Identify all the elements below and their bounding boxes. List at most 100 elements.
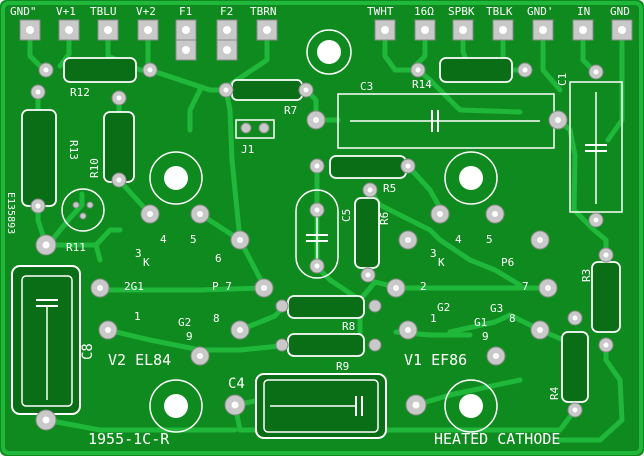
- label-spbk: SPBK: [448, 5, 475, 18]
- board-code: 1955-1C-R: [88, 430, 170, 448]
- pad-v-plus1: [58, 19, 80, 41]
- tube-v1-hole: [459, 166, 483, 190]
- r10-body: [103, 111, 135, 183]
- label-f1: F1: [179, 5, 192, 18]
- pad-gnd2: [19, 19, 41, 41]
- v2-pin2g1: 2G1: [124, 280, 144, 293]
- r8-body: [287, 295, 365, 319]
- ref-r7: R7: [284, 104, 297, 117]
- pad-tbrn: [256, 19, 278, 41]
- label-16ohm: 16Ω: [414, 5, 434, 18]
- v2-pin3: 3: [135, 247, 142, 260]
- label-twht: TWHT: [367, 5, 394, 18]
- serial-number: E135893: [5, 192, 16, 234]
- v1-tube-label: V1 EF86: [404, 351, 467, 369]
- pad-f1: [175, 19, 197, 61]
- ref-r8: R8: [342, 320, 355, 333]
- ref-c3: C3: [360, 80, 373, 93]
- r7-body: [231, 79, 303, 101]
- component-bodies: [21, 57, 621, 403]
- ref-r9: R9: [336, 360, 349, 373]
- terminal-labels: GND" V+1 TBLU V+2 F1 F2 TBRN TWHT 16Ω SP…: [10, 5, 630, 18]
- ref-r12: R12: [70, 86, 90, 99]
- c8-stripe: [21, 275, 73, 407]
- v1-pin9: 9: [482, 330, 489, 343]
- v1-pin5: 5: [486, 233, 493, 246]
- label-tblk: TBLK: [486, 5, 513, 18]
- electrolytic-caps: [11, 92, 607, 439]
- label-in: IN: [577, 5, 590, 18]
- pad-f2: [216, 19, 238, 61]
- tube-v2-labels: 3 K 4 5 6 2G1 P 7 1 G2 8 9 V2 EL84: [108, 233, 232, 369]
- pad-v-plus2: [137, 19, 159, 41]
- tube-v2-lower-hole: [164, 394, 188, 418]
- tube-v2-lower-outline: [149, 379, 203, 433]
- v1-pin2: 2: [420, 280, 427, 293]
- ref-r3: R3: [580, 269, 593, 282]
- r4-body: [561, 331, 589, 403]
- v2-pin1: 1: [134, 310, 141, 323]
- ref-r4: R4: [548, 386, 561, 400]
- mount-hole-outline: [306, 29, 352, 75]
- v1-pin-p6: P6: [501, 256, 514, 269]
- c4-stripe: [263, 379, 379, 433]
- footer-labels: 1955-1C-R HEATED CATHODE: [88, 430, 560, 448]
- transistor-outline: [61, 188, 105, 232]
- v1-pin-g3: G3: [490, 302, 503, 315]
- pad-gnd: [611, 19, 633, 41]
- ref-r14: R14: [412, 78, 432, 91]
- ref-r13: R13: [67, 140, 80, 160]
- ref-r6: R6: [378, 212, 391, 225]
- v2-pin8: 8: [213, 312, 220, 325]
- ref-j1: J1: [241, 143, 254, 156]
- label-v-plus2: V+2: [136, 5, 156, 18]
- v2-pin-k: K: [143, 256, 150, 269]
- ref-designators: R12 R13 R10 R11 R7 J1 C3 R14 C1 R5 R6 C5…: [5, 73, 593, 400]
- v2-pin6: 6: [215, 252, 222, 265]
- c1-outline: [569, 81, 623, 213]
- board-title: HEATED CATHODE: [434, 430, 560, 448]
- pad-tblu: [97, 19, 119, 41]
- label-gnd: GND: [610, 5, 630, 18]
- r9-body: [287, 333, 365, 357]
- label-tblu: TBLU: [90, 5, 117, 18]
- mount-hole: [317, 40, 341, 64]
- r5-body: [329, 155, 407, 179]
- r13-body: [21, 109, 57, 207]
- pad-in: [572, 19, 594, 41]
- ref-c4: C4: [228, 376, 245, 392]
- v1-pin-k: K: [438, 256, 445, 269]
- top-terminal-pads: [19, 19, 633, 61]
- tube-v1-lower-hole: [459, 394, 483, 418]
- tube-v1-outline: [444, 151, 498, 205]
- pad-gnd1: [532, 19, 554, 41]
- pad-16ohm: [414, 19, 436, 41]
- tube-v2-outline: [149, 151, 203, 205]
- ref-c8: C8: [80, 343, 96, 360]
- silkscreen-outlines: [61, 29, 623, 433]
- r6-body: [354, 197, 380, 269]
- v2-pin-p7: P 7: [212, 280, 232, 293]
- v2-tube-label: V2 EL84: [108, 351, 171, 369]
- pad-twht: [374, 19, 396, 41]
- v1-pin4: 4: [455, 233, 462, 246]
- pad-holes: [35, 67, 609, 424]
- ref-r11: R11: [66, 241, 86, 254]
- v2-pin-g2: G2: [178, 316, 191, 329]
- ref-c5: C5: [340, 209, 353, 222]
- v1-pin8: 8: [509, 312, 516, 325]
- tube-v1-labels: 3 K 4 5 P6 2 7 G2 G3 1 G1 8 9 V1 EF86: [404, 233, 529, 369]
- ref-c1: C1: [556, 73, 569, 86]
- label-gnd1: GND': [527, 5, 554, 18]
- pad-spbk: [452, 19, 474, 41]
- v2-pin5: 5: [190, 233, 197, 246]
- j1-outline: [235, 119, 275, 139]
- pad-tblk: [492, 19, 514, 41]
- v2-pin4: 4: [160, 233, 167, 246]
- ref-r10: R10: [88, 158, 101, 178]
- label-v-plus1: V+1: [56, 5, 76, 18]
- v2-pin9: 9: [186, 330, 193, 343]
- c5-outline: [295, 189, 339, 279]
